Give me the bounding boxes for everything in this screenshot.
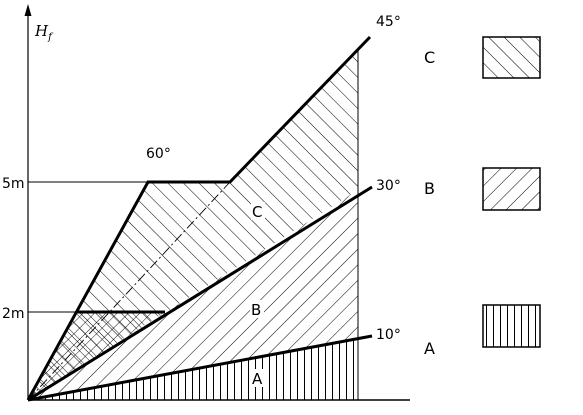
height-label-5m: 5m [2, 176, 25, 192]
angle-label-10: 10° [376, 327, 401, 343]
construction-line-45 [27, 181, 231, 401]
boundary-60-45 [26, 35, 372, 401]
legend-swatch-a [482, 304, 541, 348]
legend: C B A [424, 36, 541, 358]
legend-label-c: C [424, 48, 435, 67]
height-label-2m: 2m [2, 306, 25, 322]
zone-a-label: A [252, 370, 263, 388]
legend-label-a: A [424, 339, 435, 358]
legend-swatch-b [482, 167, 541, 211]
angle-label-30: 30° [376, 178, 401, 194]
y-axis-arrow [24, 4, 32, 16]
boundary-10 [27, 334, 373, 402]
zone-b-label-bg [250, 300, 264, 318]
angle-label-45: 45° [376, 14, 401, 30]
zone-a-label-bg [251, 369, 264, 387]
legend-swatch-c [482, 36, 541, 79]
zone-b-label: B [251, 301, 261, 319]
boundary-30 [27, 185, 373, 402]
angle-label-60: 60° [146, 146, 171, 162]
y-axis-label: Hf [34, 22, 54, 43]
zone-c-label-bg [251, 202, 265, 220]
zone-c-label: C [252, 203, 262, 221]
legend-label-b: B [424, 179, 435, 198]
